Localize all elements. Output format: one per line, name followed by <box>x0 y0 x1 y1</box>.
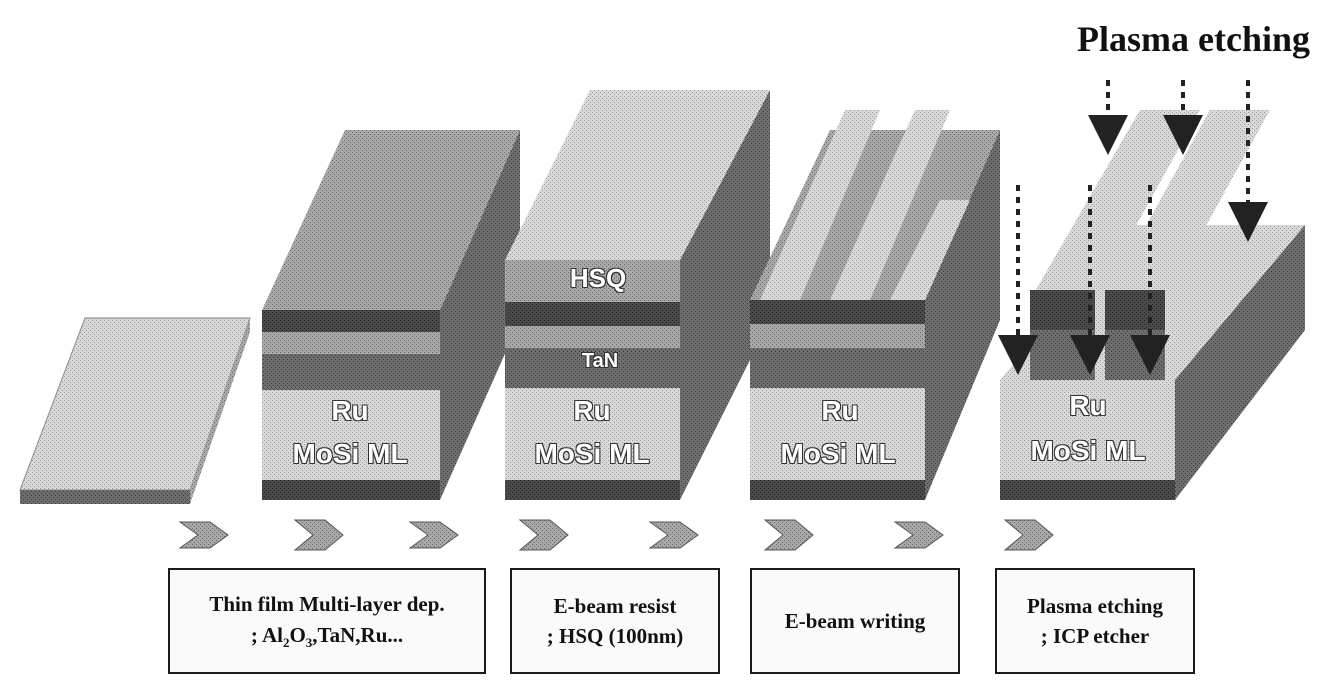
layer-label-ru: Ru <box>1069 390 1106 422</box>
layer-label-mosi: MoSi ML <box>534 438 649 470</box>
flow-chevrons <box>180 520 1053 550</box>
step-box-deposition: Thin film Multi-layer dep. ; Al2O3,TaN,R… <box>168 568 486 674</box>
step-detail: ; HSQ (100nm) <box>547 621 684 651</box>
chevron-icon <box>520 520 568 550</box>
step-title: Thin film Multi-layer dep. <box>209 589 444 619</box>
layer-label-mosi: MoSi ML <box>292 438 407 470</box>
step-detail: ; Al2O3,TaN,Ru... <box>251 620 403 653</box>
step-detail: ; ICP etcher <box>1041 621 1149 651</box>
layer-label-ru: Ru <box>573 395 610 427</box>
chevron-icon <box>895 522 943 548</box>
chevron-icon <box>410 522 458 548</box>
chevron-icon <box>765 520 813 550</box>
substrate <box>20 318 250 504</box>
step-title: E-beam resist <box>554 591 677 621</box>
layer-label-mosi: MoSi ML <box>780 438 895 470</box>
chevron-icon <box>295 520 343 550</box>
layer-label-mosi: MoSi ML <box>1030 435 1145 467</box>
chevron-icon <box>650 522 698 548</box>
layer-label-ru: Ru <box>331 395 368 427</box>
step-title: Plasma etching <box>1027 591 1163 621</box>
layer-label-hsq: HSQ <box>570 263 626 294</box>
layer-label-tan: TaN <box>582 350 618 373</box>
step-box-resist: E-beam resist ; HSQ (100nm) <box>510 568 720 674</box>
step-title: E-beam writing <box>785 606 926 636</box>
plasma-etching-title: Plasma etching <box>1010 18 1310 60</box>
chevron-icon <box>1005 520 1053 550</box>
chevron-icon <box>180 522 228 548</box>
step-box-ebeam-writing: E-beam writing <box>750 568 960 674</box>
layer-label-ru: Ru <box>821 395 858 427</box>
step-box-plasma-etching: Plasma etching ; ICP etcher <box>995 568 1195 674</box>
